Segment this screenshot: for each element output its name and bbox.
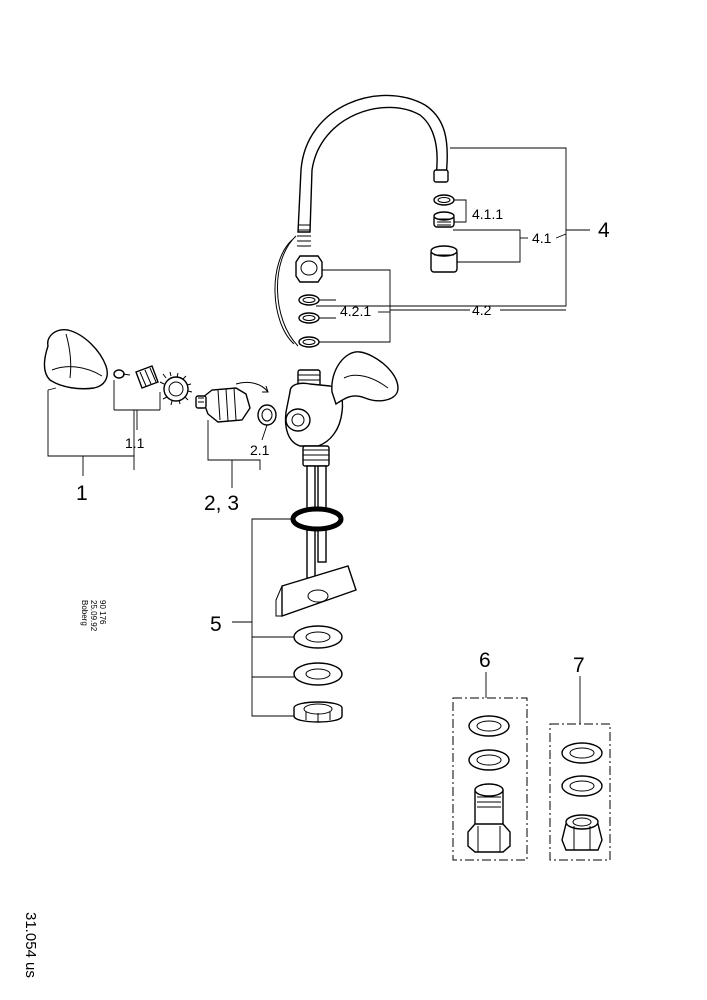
mounting-nut: [293, 701, 343, 723]
drawing-stamp: 90 176 25.09.92 Boberg: [80, 600, 107, 632]
kit-7-washer-2: [561, 775, 603, 797]
aerator-screen: [433, 211, 455, 228]
stamp-number: 90 176: [98, 600, 107, 625]
callout-4-1-1: 4.1.1: [472, 206, 503, 222]
spout-nut: [295, 255, 323, 283]
kit-7-frame: [549, 723, 611, 861]
spout-tube: [297, 94, 448, 247]
document-number: 31.054 us: [22, 912, 39, 978]
washer-2: [293, 662, 343, 686]
o-ring-a: [298, 294, 320, 306]
kit-7-washer-1: [561, 742, 603, 764]
stamp-name: Boberg: [80, 600, 89, 626]
valve-lever-handle: [331, 351, 399, 406]
aerator-housing: [430, 245, 458, 273]
callout-6: 6: [479, 649, 491, 672]
valve-body: [284, 369, 344, 447]
assembly-arrow: [277, 235, 299, 347]
kit-6-frame: [452, 697, 528, 861]
spout-outlet: [433, 169, 449, 183]
callout-5: 5: [210, 613, 222, 636]
leader-lines: [47, 147, 590, 724]
washer-1: [293, 625, 343, 649]
kit-7-nut: [561, 814, 603, 851]
callout-1-1: 1.1: [125, 435, 145, 451]
callout-4-2-1: 4.2.1: [340, 303, 371, 319]
cartridge-o-ring: [257, 404, 277, 426]
handle-knob: [43, 329, 108, 390]
callout-4: 4: [598, 219, 610, 242]
counter-section: [275, 565, 357, 617]
aerator-seal: [433, 194, 455, 206]
valve-cartridge: [195, 387, 251, 423]
serrated-ring: [159, 371, 193, 406]
handle-adapter: [135, 365, 159, 389]
o-ring-b: [298, 312, 320, 324]
callout-1: 1: [76, 482, 88, 505]
kit-6-washer-1: [468, 715, 510, 737]
kit-6-washer-2: [468, 749, 510, 771]
handle-screw: [113, 369, 131, 379]
o-ring-c: [298, 336, 320, 348]
rotation-arrow: [235, 381, 269, 393]
callout-2-1: 2.1: [250, 442, 270, 458]
callout-4-2: 4.2: [472, 302, 492, 318]
callout-2-3: 2, 3: [204, 492, 239, 515]
mounting-gasket: [290, 506, 344, 532]
stamp-date: 25.09.92: [89, 600, 98, 632]
callout-7: 7: [573, 654, 585, 677]
callout-4-1: 4.1: [532, 230, 552, 246]
kit-6-threaded-sleeve: [467, 783, 511, 853]
